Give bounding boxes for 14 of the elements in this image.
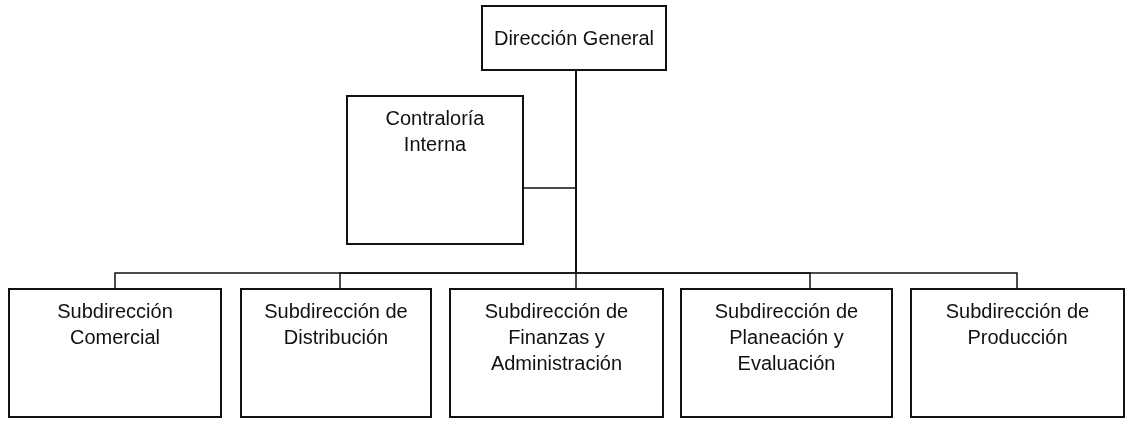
org-box <box>8 288 222 418</box>
org-box <box>240 288 432 418</box>
org-box <box>481 5 667 71</box>
org-box <box>910 288 1125 418</box>
box-label: Dirección General <box>493 26 655 51</box>
org-box <box>680 288 893 418</box>
box-label: Subdirección Comercial <box>56 299 174 350</box>
box-label: Contraloría Interna <box>384 106 486 157</box>
org-box <box>346 95 524 245</box>
box-label: Subdirección de Producción <box>944 299 1091 350</box>
box-label: Subdirección de Distribución <box>263 299 409 350</box>
org-box <box>449 288 664 418</box>
box-label: Subdirección de Planeación y Evaluación <box>713 299 860 376</box>
box-label: Subdirección de Finanzas y Administración <box>483 299 630 376</box>
